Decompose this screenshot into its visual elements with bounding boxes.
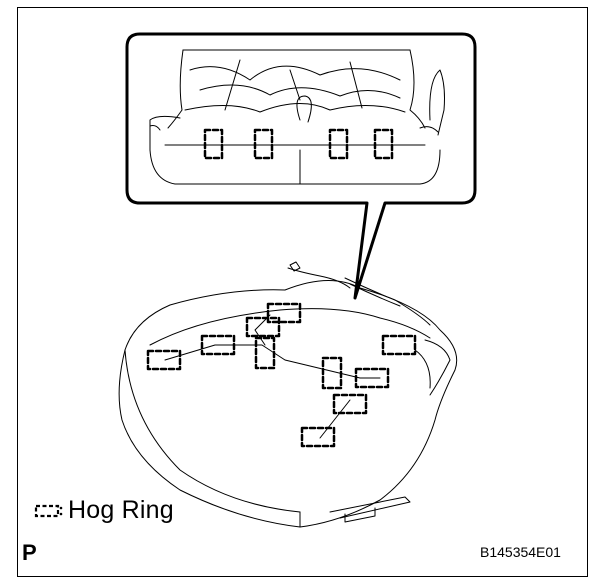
hog-ring-marker <box>373 128 394 160</box>
hog-ring-marker <box>354 367 390 389</box>
hog-ring-marker <box>254 336 276 370</box>
legend: Hog Ring <box>34 496 174 525</box>
legend-label: Hog Ring <box>68 496 174 524</box>
hog-ring-symbol-icon <box>34 504 63 517</box>
hog-ring-marker <box>300 426 336 448</box>
hog-ring-marker <box>332 393 368 415</box>
hog-ring-marker <box>266 302 302 324</box>
figure-code: B145354E01 <box>480 544 561 560</box>
corner-letter: P <box>22 540 37 565</box>
hog-ring-marker <box>253 128 274 160</box>
magnified-detail-callout <box>125 32 477 300</box>
hog-ring-marker <box>381 334 417 356</box>
main-hog-rings <box>146 302 417 448</box>
hog-ring-marker <box>203 128 224 160</box>
hog-ring-marker <box>200 334 236 356</box>
hog-ring-marker <box>146 349 182 371</box>
hog-ring-marker <box>328 128 349 160</box>
detail-cushion-view <box>149 49 445 185</box>
detail-hog-rings <box>203 128 394 160</box>
hog-ring-marker <box>321 356 343 390</box>
hog-ring-marker <box>245 316 281 338</box>
seat-cushion-main <box>118 261 458 528</box>
illustration-frame <box>17 7 588 577</box>
